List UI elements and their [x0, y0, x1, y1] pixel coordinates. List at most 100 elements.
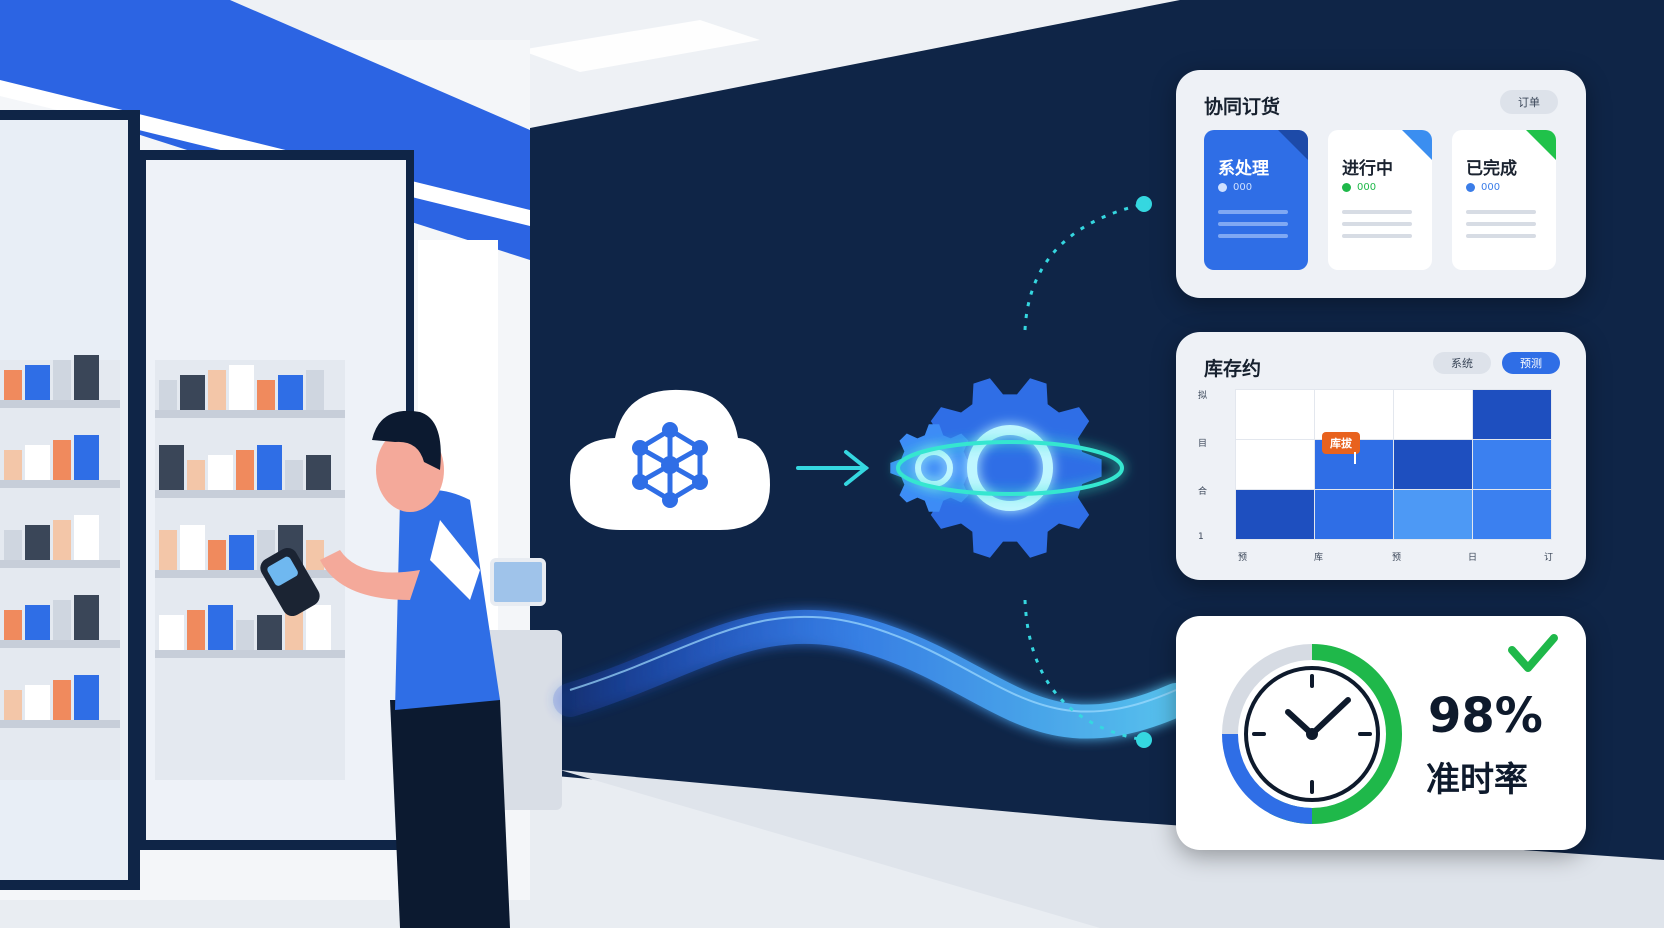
- floor-right: [560, 770, 1664, 928]
- product-box: [53, 520, 71, 560]
- ontime-label: 准时率: [1426, 760, 1528, 800]
- status-dot: [1342, 183, 1351, 192]
- heatmap-cell: [1393, 439, 1473, 490]
- product-box: [4, 370, 22, 400]
- inventory-card-title: 库存约: [1204, 358, 1262, 380]
- heatmap-cell: [1314, 489, 1394, 540]
- product-box: [208, 370, 226, 410]
- product-box: [306, 370, 324, 410]
- placeholder-line: [1218, 234, 1288, 238]
- product-box: [53, 600, 71, 640]
- product-box: [257, 615, 282, 650]
- inventory-pill-system[interactable]: 系统: [1433, 352, 1491, 374]
- arrow-right-icon: [796, 450, 870, 486]
- placeholder-line: [1342, 222, 1412, 226]
- inventory-tag: 库拔: [1322, 432, 1360, 454]
- status-tile-pending[interactable]: 系处理 000: [1204, 130, 1308, 270]
- shelf-board: [0, 640, 120, 648]
- placeholder-line: [1466, 222, 1536, 226]
- clock-center: [1306, 728, 1318, 740]
- product-box: [208, 540, 226, 570]
- clock-ticks: [1252, 674, 1372, 794]
- heatmap-cell: [1393, 389, 1473, 440]
- status-tile-in-progress[interactable]: 进行中 000: [1328, 130, 1432, 270]
- shelf-board: [0, 400, 120, 408]
- status-meta: 000: [1342, 182, 1376, 193]
- shelf-board: [0, 720, 120, 728]
- check-icon: [1508, 634, 1558, 672]
- product-box: [74, 355, 99, 400]
- product-box: [53, 360, 71, 400]
- status-count: 000: [1481, 182, 1501, 193]
- product-box: [229, 535, 254, 570]
- x-tick: 预: [1392, 553, 1402, 563]
- product-box: [4, 450, 22, 480]
- heatmap-cell: [1472, 489, 1552, 540]
- status-label: 进行中: [1342, 159, 1393, 179]
- heatmap-cell: [1235, 489, 1315, 540]
- gear-glow-ring-small: [915, 449, 953, 487]
- status-label: 系处理: [1218, 159, 1269, 179]
- inventory-heatmap: [1235, 389, 1552, 540]
- product-box: [25, 605, 50, 640]
- product-box: [229, 365, 254, 410]
- placeholder-line: [1218, 210, 1288, 214]
- heatmap-cell: [1314, 389, 1394, 440]
- order-card: 协同订货 订单 系处理 000 进行中 000 已完成 000: [1176, 70, 1586, 298]
- placeholder-line: [1466, 210, 1536, 214]
- status-dot: [1218, 183, 1227, 192]
- orbit-ring: [896, 440, 1124, 496]
- clock-gauge: [1222, 634, 1558, 824]
- connector-bottom: [1023, 599, 1145, 742]
- corner-chevron-icon: [1278, 130, 1308, 160]
- status-count: 000: [1357, 182, 1377, 193]
- kiosk-screen: [490, 558, 546, 606]
- product-box: [4, 690, 22, 720]
- shelf-board: [155, 410, 345, 418]
- placeholder-line: [1218, 222, 1288, 226]
- product-box: [159, 530, 177, 570]
- ontime-card: 98% 准时率: [1176, 616, 1586, 850]
- status-meta: 000: [1218, 182, 1252, 193]
- gauge-blue-arc: [1222, 733, 1313, 824]
- status-meta: 000: [1466, 182, 1500, 193]
- gear-shape: [918, 378, 1102, 558]
- shelf-board: [0, 480, 120, 488]
- inventory-pill-forecast[interactable]: 预测: [1502, 352, 1560, 374]
- product-box: [236, 450, 254, 490]
- shelves: [0, 355, 345, 780]
- product-box: [74, 675, 99, 720]
- status-dot: [1466, 183, 1475, 192]
- shelf-board: [155, 490, 345, 498]
- status-count: 000: [1233, 182, 1253, 193]
- product-box: [74, 435, 99, 480]
- gear-shape: [890, 424, 978, 512]
- y-tick: 1: [1198, 532, 1204, 542]
- y-tick: 拟: [1198, 391, 1208, 401]
- shelf-board: [0, 560, 120, 568]
- status-tile-done[interactable]: 已完成 000: [1452, 130, 1556, 270]
- product-box: [159, 445, 184, 490]
- connector-bottom-dot: [1136, 732, 1152, 748]
- store-worker: [260, 410, 510, 928]
- product-box: [25, 685, 50, 720]
- product-box: [180, 525, 205, 570]
- product-box: [306, 455, 331, 490]
- order-card-title: 协同订货: [1204, 96, 1281, 118]
- product-box: [187, 610, 205, 650]
- y-tick: 合: [1198, 487, 1208, 497]
- ontime-percentage: 98%: [1428, 688, 1543, 744]
- heatmap-cell: [1472, 389, 1552, 440]
- heatmap-cell: [1393, 489, 1473, 540]
- placeholder-line: [1342, 234, 1412, 238]
- product-box: [25, 365, 50, 400]
- product-box: [208, 605, 233, 650]
- heatmap-cell: [1235, 439, 1315, 490]
- product-box: [4, 610, 22, 640]
- order-filter-pill[interactable]: 订单: [1500, 90, 1558, 114]
- product-box: [285, 460, 303, 490]
- shelf-board: [155, 650, 345, 658]
- inventory-tag-stem: [1354, 452, 1356, 464]
- heatmap-cell: [1472, 439, 1552, 490]
